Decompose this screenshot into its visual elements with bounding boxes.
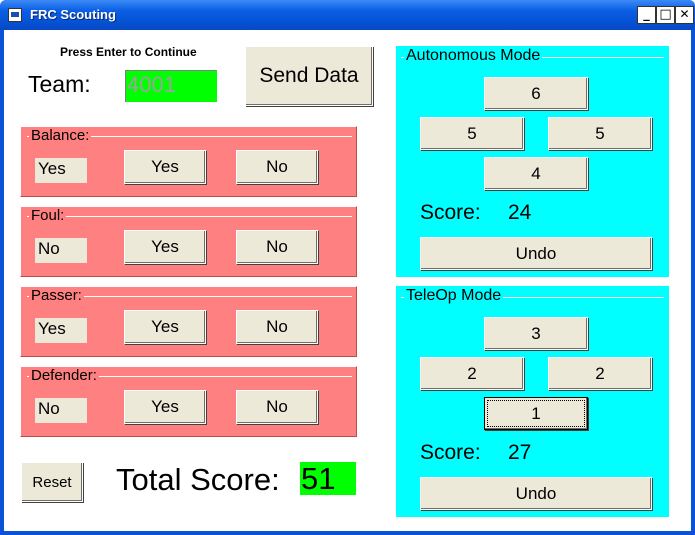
passer-yes-button[interactable]: Yes bbox=[124, 310, 206, 344]
defender-value: No bbox=[35, 398, 87, 423]
balance-value: Yes bbox=[35, 158, 87, 183]
foul-value: No bbox=[35, 238, 87, 263]
team-number-input[interactable]: 4001 bbox=[123, 68, 219, 104]
foul-label: Foul: bbox=[29, 207, 67, 224]
defender-label: Defender: bbox=[29, 367, 99, 384]
teleop-frame: TeleOp Mode 3 2 2 1 Score: 27 Undo bbox=[396, 286, 669, 517]
autonomous-frame: Autonomous Mode 6 5 5 4 Score: 24 Undo bbox=[396, 46, 669, 277]
frame-line bbox=[27, 136, 352, 137]
total-score-label: Total Score: bbox=[116, 462, 280, 497]
defender-yes-button[interactable]: Yes bbox=[124, 390, 206, 424]
foul-no-button[interactable]: No bbox=[236, 230, 318, 264]
balance-yes-button[interactable]: Yes bbox=[124, 150, 206, 184]
passer-frame: Passer: Yes Yes No bbox=[20, 286, 357, 357]
auto-score-4-button[interactable]: 4 bbox=[484, 157, 588, 190]
auto-undo-button[interactable]: Undo bbox=[420, 237, 652, 270]
passer-no-button[interactable]: No bbox=[236, 310, 318, 344]
balance-frame: Balance: Yes Yes No bbox=[20, 126, 357, 197]
teleop-score-label: Score: bbox=[420, 441, 481, 464]
defender-no-button[interactable]: No bbox=[236, 390, 318, 424]
balance-label: Balance: bbox=[29, 127, 92, 144]
total-score-value: 51 bbox=[300, 462, 356, 495]
auto-score-6-button[interactable]: 6 bbox=[484, 77, 588, 110]
foul-frame: Foul: No Yes No bbox=[20, 206, 357, 277]
passer-label: Passer: bbox=[29, 287, 84, 304]
frame-line bbox=[27, 376, 352, 377]
team-label: Team: bbox=[28, 71, 91, 97]
foul-yes-button[interactable]: Yes bbox=[124, 230, 206, 264]
auto-score-label: Score: bbox=[420, 201, 481, 224]
reset-button[interactable]: Reset bbox=[21, 462, 83, 502]
defender-frame: Defender: No Yes No bbox=[20, 366, 357, 437]
teleop-title: TeleOp Mode bbox=[404, 287, 504, 305]
auto-score-5-right-button[interactable]: 5 bbox=[548, 117, 652, 150]
autonomous-title: Autonomous Mode bbox=[404, 47, 543, 65]
balance-no-button[interactable]: No bbox=[236, 150, 318, 184]
auto-score-value: 24 bbox=[508, 201, 532, 224]
frame-line bbox=[27, 216, 352, 217]
teleop-score-3-button[interactable]: 3 bbox=[484, 317, 588, 350]
passer-value: Yes bbox=[35, 318, 87, 343]
close-button[interactable]: ✕ bbox=[675, 6, 694, 24]
teleop-score-value: 27 bbox=[508, 441, 532, 464]
teleop-score-2-right-button[interactable]: 2 bbox=[548, 357, 652, 390]
frame-line bbox=[401, 297, 664, 298]
minimize-button[interactable]: _ bbox=[637, 6, 656, 24]
app-icon bbox=[8, 8, 22, 22]
hint-text: Press Enter to Continue bbox=[60, 45, 197, 59]
form-client-area: Press Enter to Continue Team: 4001 Send … bbox=[4, 30, 691, 531]
send-data-button[interactable]: Send Data bbox=[245, 46, 373, 106]
teleop-score-1-button[interactable]: 1 bbox=[484, 397, 588, 430]
frame-line bbox=[27, 296, 352, 297]
auto-score-5-left-button[interactable]: 5 bbox=[420, 117, 524, 150]
maximize-button[interactable]: □ bbox=[656, 6, 675, 24]
teleop-score-2-left-button[interactable]: 2 bbox=[420, 357, 524, 390]
title-bar[interactable]: FRC Scouting _ □ ✕ bbox=[0, 0, 695, 30]
teleop-undo-button[interactable]: Undo bbox=[420, 477, 652, 510]
window-title: FRC Scouting bbox=[30, 7, 116, 22]
